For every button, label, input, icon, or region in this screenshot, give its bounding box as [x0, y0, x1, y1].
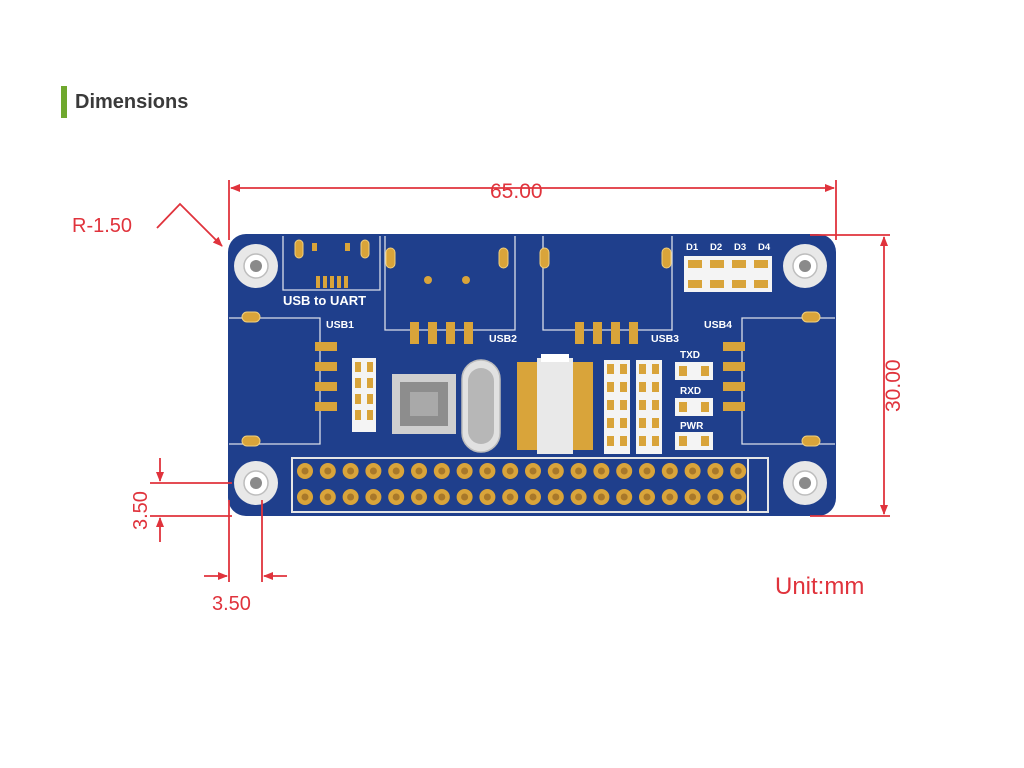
radius-leader	[156, 202, 223, 247]
gpio-pin-hole	[461, 493, 469, 501]
gpio-pin-hole	[392, 493, 400, 501]
gpio-pin-hole	[711, 493, 719, 501]
label-txd: TXD	[680, 350, 700, 361]
gpio-pin-hole	[483, 493, 491, 501]
mounting-holes	[234, 244, 827, 505]
gpio-pin-hole	[347, 467, 355, 475]
unit-label: Unit:mm	[775, 573, 864, 600]
page-title: Dimensions	[75, 90, 189, 113]
label-pwr: PWR	[680, 421, 704, 432]
via	[424, 276, 432, 284]
gpio-pin-hole	[620, 493, 628, 501]
usb-port-pads	[410, 322, 638, 344]
mounting-hole-br	[783, 461, 827, 505]
label-d4: D4	[758, 242, 771, 253]
led-indicators	[684, 256, 772, 292]
gpio-pin-hole	[369, 493, 377, 501]
gpio-header	[291, 457, 769, 513]
gpio-pin-hole	[438, 467, 446, 475]
pcb-board: USB to UART USB1 USB2 USB3 USB4 D1 D2 D3…	[228, 234, 836, 516]
gpio-pin-hole	[689, 493, 697, 501]
gpio-pin-hole	[483, 467, 491, 475]
gpio-pin-hole	[301, 493, 309, 501]
gpio-pin-hole	[734, 493, 742, 501]
micro-usb-pads	[312, 243, 350, 288]
width-label: 65.00	[490, 180, 543, 203]
label-usb4: USB4	[704, 319, 732, 331]
gpio-pin-hole	[438, 493, 446, 501]
label-d1: D1	[686, 242, 699, 253]
gpio-pin-hole	[711, 467, 719, 475]
gpio-pin-hole	[575, 467, 583, 475]
gpio-pin-hole	[597, 467, 605, 475]
gpio-pin-hole	[369, 467, 377, 475]
mounting-hole-tl	[234, 244, 278, 288]
gpio-pin-hole	[506, 467, 514, 475]
gpio-pin-hole	[575, 493, 583, 501]
gpio-pin-hole	[552, 493, 560, 501]
gpio-pin-hole	[392, 467, 400, 475]
usb4-pads	[723, 342, 745, 411]
via	[462, 276, 470, 284]
gpio-pin-hole	[643, 467, 651, 475]
status-leds	[675, 362, 713, 450]
gpio-pin-hole	[643, 493, 651, 501]
gpio-pin-hole	[324, 467, 332, 475]
mounting-hole-bl	[234, 461, 278, 505]
usb-hub-chip	[392, 374, 456, 434]
gpio-pin-hole	[506, 493, 514, 501]
height-label: 30.00	[882, 359, 905, 412]
gpio-pin-hole	[347, 493, 355, 501]
hole-offset-horizontal-label: 3.50	[212, 593, 251, 615]
section-heading: Dimensions	[61, 86, 188, 118]
gpio-pin-hole	[597, 493, 605, 501]
gpio-pin-hole	[689, 467, 697, 475]
corner-radius-label: R-1.50	[72, 215, 132, 237]
label-d2: D2	[710, 242, 722, 253]
label-usb-to-uart: USB to UART	[283, 293, 366, 308]
dimension-lines	[150, 180, 890, 582]
resistor-array-left	[352, 358, 376, 432]
hole-offset-vertical-label: 3.50	[130, 491, 152, 530]
resistor-array-right	[604, 360, 662, 454]
gpio-pin-hole	[529, 493, 537, 501]
gpio-pin-hole	[666, 493, 674, 501]
gpio-pin-hole	[301, 467, 309, 475]
heading-accent-bar	[61, 86, 67, 118]
gpio-pin-hole	[415, 493, 423, 501]
label-d3: D3	[734, 242, 746, 253]
gpio-pin-hole	[552, 467, 560, 475]
crystal-oscillator	[461, 359, 501, 453]
gpio-pins	[297, 463, 747, 505]
gpio-pin-hole	[415, 467, 423, 475]
label-usb3: USB3	[651, 333, 679, 345]
label-rxd: RXD	[680, 386, 701, 397]
label-usb2: USB2	[489, 333, 517, 345]
gpio-pin-hole	[324, 493, 332, 501]
gpio-pin-hole	[734, 467, 742, 475]
gpio-pin-hole	[620, 467, 628, 475]
mounting-hole-tr	[783, 244, 827, 288]
gpio-pin-hole	[666, 467, 674, 475]
usb1-pads	[315, 342, 337, 411]
gpio-pin-hole	[461, 467, 469, 475]
connector-slots	[241, 239, 821, 447]
uart-chip	[517, 354, 593, 454]
label-usb1: USB1	[326, 319, 354, 331]
gpio-pin-hole	[529, 467, 537, 475]
